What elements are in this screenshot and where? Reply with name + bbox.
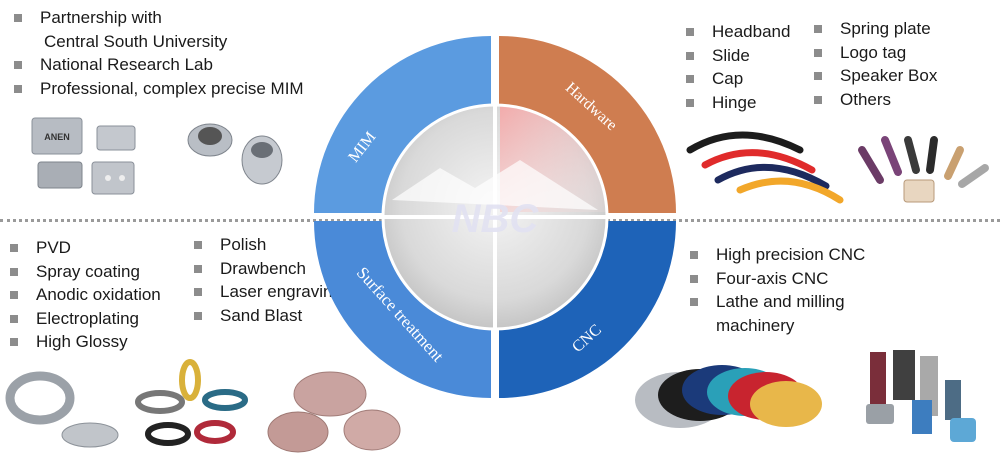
hardware-colored-sliders-image — [858, 136, 989, 203]
hardware-item: Slide — [684, 44, 790, 68]
surface-pink-shells-image — [267, 371, 401, 453]
segment-surface-treatment[interactable] — [314, 221, 491, 398]
surface-colored-loops-image — [135, 359, 248, 446]
hardware-list-right: Spring plate Logo tag Speaker Box Others — [812, 17, 937, 111]
hardware-item: Others — [812, 88, 937, 112]
cnc-colored-discs-image — [635, 365, 822, 428]
cnc-item: Lathe and milling — [688, 290, 865, 314]
mim-feature-item: Partnership with — [12, 6, 304, 30]
mim-bracket-parts-image: ANEN — [31, 117, 136, 195]
segment-mim[interactable] — [314, 36, 491, 213]
mim-sleeve-parts-image — [187, 123, 283, 185]
surface-list-right: Polish Drawbench Laser engraving Sand Bl… — [192, 233, 342, 327]
hardware-list-left: Headband Slide Cap Hinge — [684, 20, 790, 114]
hardware-item: Hinge — [684, 91, 790, 115]
surface-ring-disc-image — [5, 371, 119, 448]
mim-feature-item: Professional, complex precise MIM — [12, 77, 304, 101]
surface-item: PVD — [8, 236, 161, 260]
cnc-list: High precision CNC Four-axis CNC Lathe a… — [688, 243, 865, 337]
cnc-item-continued: machinery — [716, 315, 795, 335]
surface-item: Laser engraving — [192, 280, 342, 304]
surface-item: Polish — [192, 233, 342, 257]
surface-item: Spray coating — [8, 260, 161, 284]
surface-list-left: PVD Spray coating Anodic oxidation Elect… — [8, 236, 161, 354]
surface-item: Anodic oxidation — [8, 283, 161, 307]
cnc-item: High precision CNC — [688, 243, 865, 267]
mim-features-list: Partnership with Central South Universit… — [12, 6, 304, 100]
hardware-item: Cap — [684, 67, 790, 91]
hardware-headbands-image — [686, 131, 844, 204]
hardware-item: Headband — [684, 20, 790, 44]
segment-cnc[interactable] — [499, 221, 676, 398]
surface-item: Sand Blast — [192, 304, 342, 328]
mim-feature-item-continued: Central South University — [44, 31, 228, 51]
segment-hardware[interactable] — [499, 36, 676, 213]
center-logo: NBC — [452, 197, 540, 241]
mim-feature-item: National Research Lab — [12, 53, 304, 77]
surface-item: Drawbench — [192, 257, 342, 281]
cnc-cylinders-image — [866, 350, 976, 442]
cnc-item: Four-axis CNC — [688, 267, 865, 291]
hardware-item: Logo tag — [812, 41, 937, 65]
brand-engraving: ANEN — [44, 132, 70, 142]
hardware-item: Spring plate — [812, 17, 937, 41]
hardware-item: Speaker Box — [812, 64, 937, 88]
surface-item: Electroplating — [8, 307, 161, 331]
surface-item: High Glossy — [8, 330, 161, 354]
